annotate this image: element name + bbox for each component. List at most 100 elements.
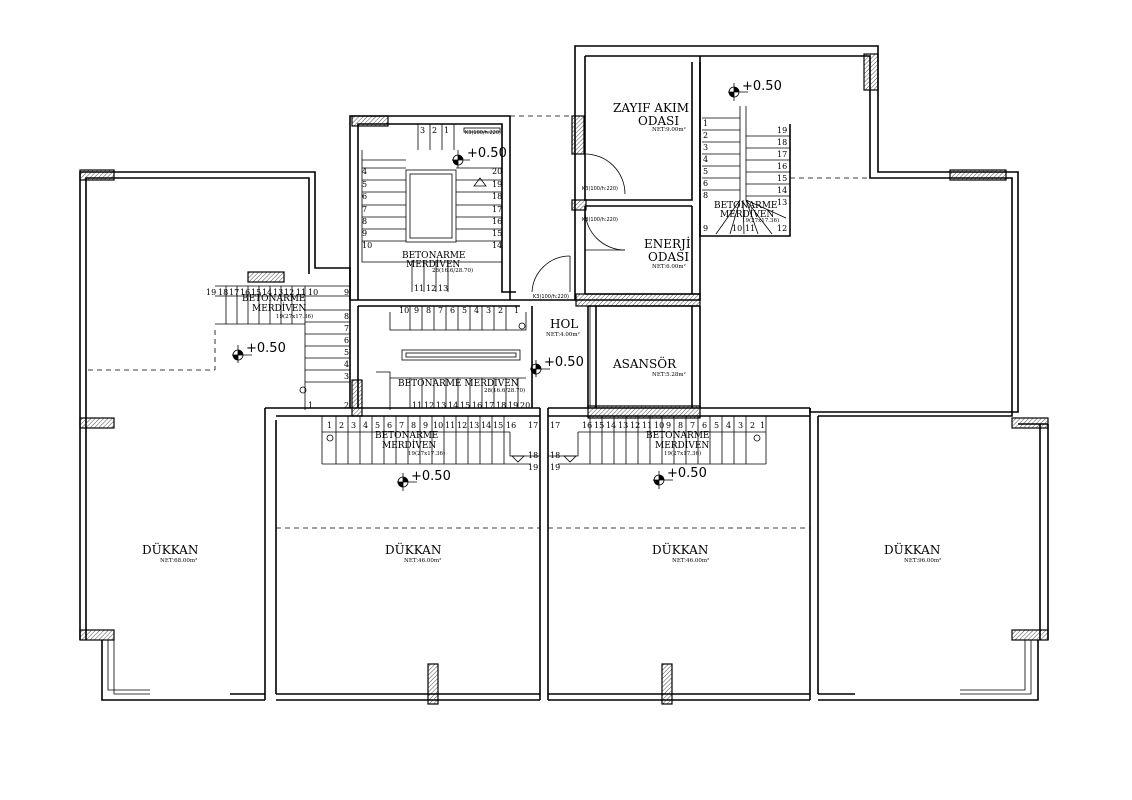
svg-text:10: 10 (433, 421, 443, 430)
svg-text:15: 15 (460, 401, 470, 410)
svg-text:17: 17 (484, 401, 494, 410)
svg-text:18: 18 (777, 138, 787, 147)
svg-text:19: 19 (550, 463, 560, 472)
shop-stair-left-label-1: BETONARME (375, 431, 439, 441)
svg-text:5: 5 (462, 306, 467, 315)
door-label-hol: K3(100/h:220) (533, 294, 569, 300)
svg-text:11: 11 (642, 421, 652, 430)
svg-text:7: 7 (344, 324, 349, 333)
svg-text:6: 6 (387, 421, 392, 430)
svg-text:8: 8 (362, 217, 367, 226)
svg-text:1: 1 (327, 421, 332, 430)
svg-text:9: 9 (666, 421, 671, 430)
left-stair-dim: 19(27x17.36) (276, 313, 313, 320)
level-marker-1: +0.50 (452, 146, 507, 168)
svg-text:12: 12 (284, 288, 294, 297)
door-label-enerji: K3(100/h:220) (582, 217, 618, 223)
svg-text:6: 6 (450, 306, 455, 315)
svg-text:16: 16 (506, 421, 516, 430)
svg-text:7: 7 (690, 421, 695, 430)
room-zayif-akim-area: NET:9.00m² (652, 126, 686, 133)
level-text-4: +0.50 (742, 79, 782, 94)
level-text-3: +0.50 (544, 355, 584, 370)
right-stair-label-2: MERDİVEN (720, 208, 774, 220)
svg-text:5: 5 (714, 421, 719, 430)
svg-text:12: 12 (457, 421, 467, 430)
svg-text:17: 17 (550, 421, 560, 430)
level-marker-4: +0.50 (728, 79, 782, 101)
room-enerji-name-1: ENERJİ (644, 236, 691, 251)
svg-text:15: 15 (492, 229, 502, 238)
stair-label-upper-2: MERDİVEN (406, 258, 460, 270)
svg-text:4: 4 (726, 421, 731, 430)
svg-text:13: 13 (436, 401, 446, 410)
svg-text:1: 1 (760, 421, 765, 430)
svg-text:5: 5 (375, 421, 380, 430)
svg-text:10: 10 (362, 241, 372, 250)
room-dukkan-2-name: DÜKKAN (385, 541, 441, 557)
shop-stair-left-label-2: MERDİVEN (382, 439, 436, 451)
room-enerji-area: NET:6.00m² (652, 263, 686, 270)
shop-stair-left-dim: 19(27x17.36) (408, 450, 445, 457)
svg-text:18: 18 (496, 401, 506, 410)
svg-text:5: 5 (344, 348, 349, 357)
room-dukkan-4-name: DÜKKAN (884, 541, 940, 557)
svg-text:16: 16 (777, 162, 787, 171)
svg-text:10: 10 (732, 224, 742, 233)
room-asansor-name: ASANSÖR (612, 355, 677, 371)
level-marker-5: +0.50 (397, 469, 451, 491)
room-dukkan-1-area: NET:68.00m² (160, 557, 197, 564)
svg-text:6: 6 (702, 421, 707, 430)
svg-text:8: 8 (344, 312, 349, 321)
svg-text:2: 2 (703, 131, 708, 140)
svg-text:18: 18 (528, 451, 538, 460)
room-asansor-area: NET:5.28m² (652, 371, 686, 378)
svg-text:4: 4 (344, 360, 349, 369)
level-text-6: +0.50 (667, 466, 707, 481)
svg-text:2: 2 (339, 421, 344, 430)
stair-dim-upper: 28(16.6/28.70) (432, 267, 473, 274)
svg-text:10: 10 (654, 421, 664, 430)
right-stair-label-1: BETONARME (714, 201, 778, 211)
room-dukkan-3-area: NET:46.00m² (672, 557, 709, 564)
svg-text:9: 9 (414, 306, 419, 315)
svg-text:11: 11 (296, 288, 306, 297)
level-marker-6: +0.50 (653, 466, 707, 489)
svg-text:12: 12 (777, 224, 787, 233)
svg-text:7: 7 (438, 306, 443, 315)
svg-text:4: 4 (363, 421, 368, 430)
room-hol-area: NET:4.00m² (546, 331, 580, 338)
level-text-5: +0.50 (411, 469, 451, 484)
svg-text:15: 15 (493, 421, 503, 430)
svg-text:11: 11 (445, 421, 455, 430)
svg-text:14: 14 (606, 421, 616, 430)
svg-text:10: 10 (308, 288, 318, 297)
svg-text:1: 1 (444, 126, 449, 135)
svg-text:8: 8 (411, 421, 416, 430)
svg-text:13: 13 (618, 421, 628, 430)
left-stair-label-2: MERDİVEN (252, 302, 306, 314)
svg-text:13: 13 (777, 198, 787, 207)
svg-text:18: 18 (492, 192, 502, 201)
svg-text:15: 15 (594, 421, 604, 430)
stair-label-lower: BETONARME MERDİVEN (398, 377, 519, 389)
svg-text:5: 5 (703, 167, 708, 176)
svg-text:6: 6 (344, 336, 349, 345)
room-zayif-akim-name-1: ZAYIF AKIM (613, 101, 689, 115)
doors (531, 153, 626, 407)
svg-text:19: 19 (508, 401, 518, 410)
svg-text:3: 3 (351, 421, 356, 430)
svg-text:14: 14 (481, 421, 491, 430)
svg-text:16: 16 (582, 421, 592, 430)
svg-text:3: 3 (738, 421, 743, 430)
svg-text:11: 11 (745, 224, 755, 233)
shop-stair-right-label-1: BETONARME (646, 431, 710, 441)
svg-text:12: 12 (426, 284, 436, 293)
svg-text:13: 13 (469, 421, 479, 430)
room-dukkan-3-name: DÜKKAN (652, 541, 708, 557)
svg-text:1: 1 (514, 306, 519, 315)
svg-text:17: 17 (528, 421, 538, 430)
room-dukkan-4-area: NET:96.00m² (904, 557, 941, 564)
